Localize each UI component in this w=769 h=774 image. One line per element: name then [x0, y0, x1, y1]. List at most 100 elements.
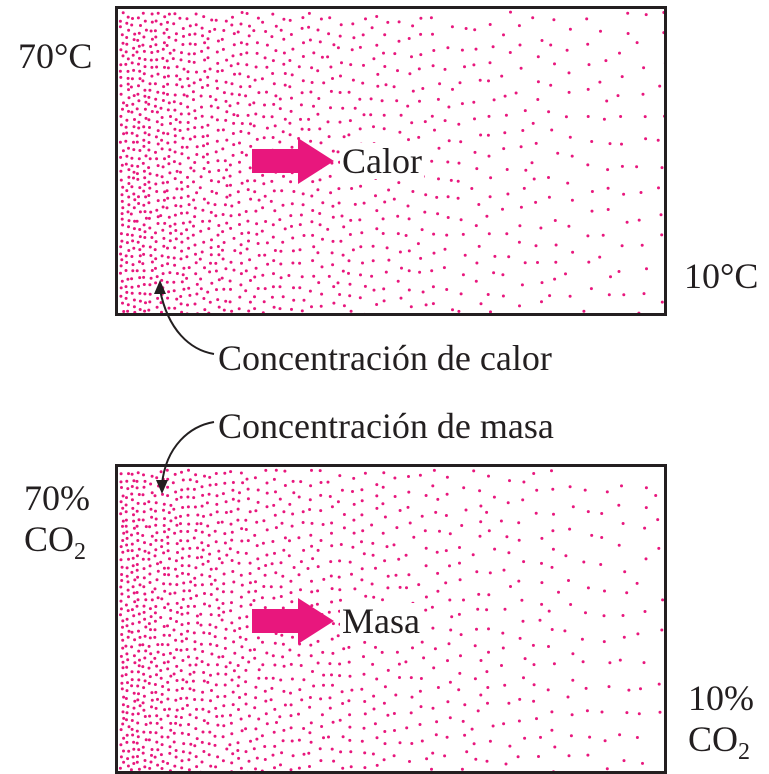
dot: [458, 162, 461, 165]
dot: [225, 196, 228, 199]
dot: [147, 103, 150, 106]
dot: [130, 768, 133, 771]
dot: [192, 234, 195, 237]
dot: [533, 683, 536, 686]
dot: [279, 679, 282, 682]
dot: [161, 293, 164, 296]
dot: [122, 661, 125, 664]
dot: [257, 287, 260, 290]
dot: [161, 767, 164, 770]
dot: [207, 202, 210, 205]
dot: [330, 532, 333, 535]
dot: [641, 762, 644, 765]
dot: [154, 267, 157, 270]
dot: [121, 108, 124, 111]
dot: [141, 643, 144, 646]
dot: [322, 674, 325, 677]
dot: [142, 686, 145, 689]
dot: [166, 93, 169, 96]
dot: [189, 597, 192, 600]
dot: [238, 562, 241, 565]
dot: [233, 249, 236, 252]
dot: [144, 649, 147, 652]
dot: [430, 269, 433, 272]
dot: [125, 530, 128, 533]
dot: [240, 472, 243, 475]
dot: [189, 687, 192, 690]
dot: [194, 117, 197, 120]
dot: [162, 582, 165, 585]
dot: [666, 653, 667, 656]
dot: [132, 585, 135, 588]
dot: [462, 273, 465, 276]
dot: [122, 101, 125, 104]
dot: [582, 310, 585, 313]
dot: [142, 752, 145, 755]
dot: [216, 663, 219, 666]
dot: [241, 182, 244, 185]
dot: [126, 487, 129, 490]
dot: [332, 285, 335, 288]
dot: [330, 575, 333, 578]
dot: [233, 629, 236, 632]
dot: [445, 288, 448, 291]
dot: [137, 84, 140, 87]
dot: [249, 572, 252, 575]
dot: [225, 81, 228, 84]
dot: [479, 694, 482, 697]
dot: [217, 224, 220, 227]
dot: [203, 308, 206, 311]
dot: [261, 21, 264, 24]
dot: [331, 505, 334, 508]
dot: [373, 708, 376, 711]
dot: [604, 59, 607, 62]
dot: [273, 664, 276, 667]
dot: [192, 689, 195, 692]
dot: [169, 729, 172, 732]
dot: [400, 297, 403, 300]
dot: [187, 121, 190, 124]
dot: [211, 190, 214, 193]
dot: [133, 305, 136, 308]
dot: [121, 186, 124, 189]
dot: [203, 70, 206, 73]
dot: [302, 521, 305, 524]
dot: [342, 270, 345, 273]
dot: [272, 236, 275, 239]
dot: [139, 210, 142, 213]
dot: [172, 281, 175, 284]
dot: [193, 61, 196, 64]
dot: [210, 253, 213, 256]
dot: [136, 569, 139, 572]
dot: [237, 664, 240, 667]
dot: [202, 671, 205, 674]
dot: [330, 522, 333, 525]
dot: [540, 537, 543, 540]
dot: [216, 587, 219, 590]
dot: [137, 712, 140, 715]
dot: [275, 25, 278, 28]
dot: [196, 283, 199, 286]
dot: [169, 504, 172, 507]
dot: [221, 69, 224, 72]
dot: [319, 509, 322, 512]
dot: [236, 749, 239, 752]
dot: [387, 575, 390, 578]
dot: [121, 218, 124, 221]
dot: [486, 686, 489, 689]
dot: [162, 478, 165, 481]
dot: [405, 234, 408, 237]
dot: [162, 206, 165, 209]
dot: [125, 741, 128, 744]
dot: [253, 190, 256, 193]
dot: [133, 125, 136, 128]
dot: [150, 66, 153, 69]
dot: [410, 121, 413, 124]
dot: [383, 559, 386, 562]
heat-concentration-callout: Concentración de calor: [218, 340, 552, 376]
dot: [125, 480, 128, 483]
dot: [291, 202, 294, 205]
dot: [244, 289, 247, 292]
dot: [173, 732, 176, 735]
dot: [125, 496, 128, 499]
